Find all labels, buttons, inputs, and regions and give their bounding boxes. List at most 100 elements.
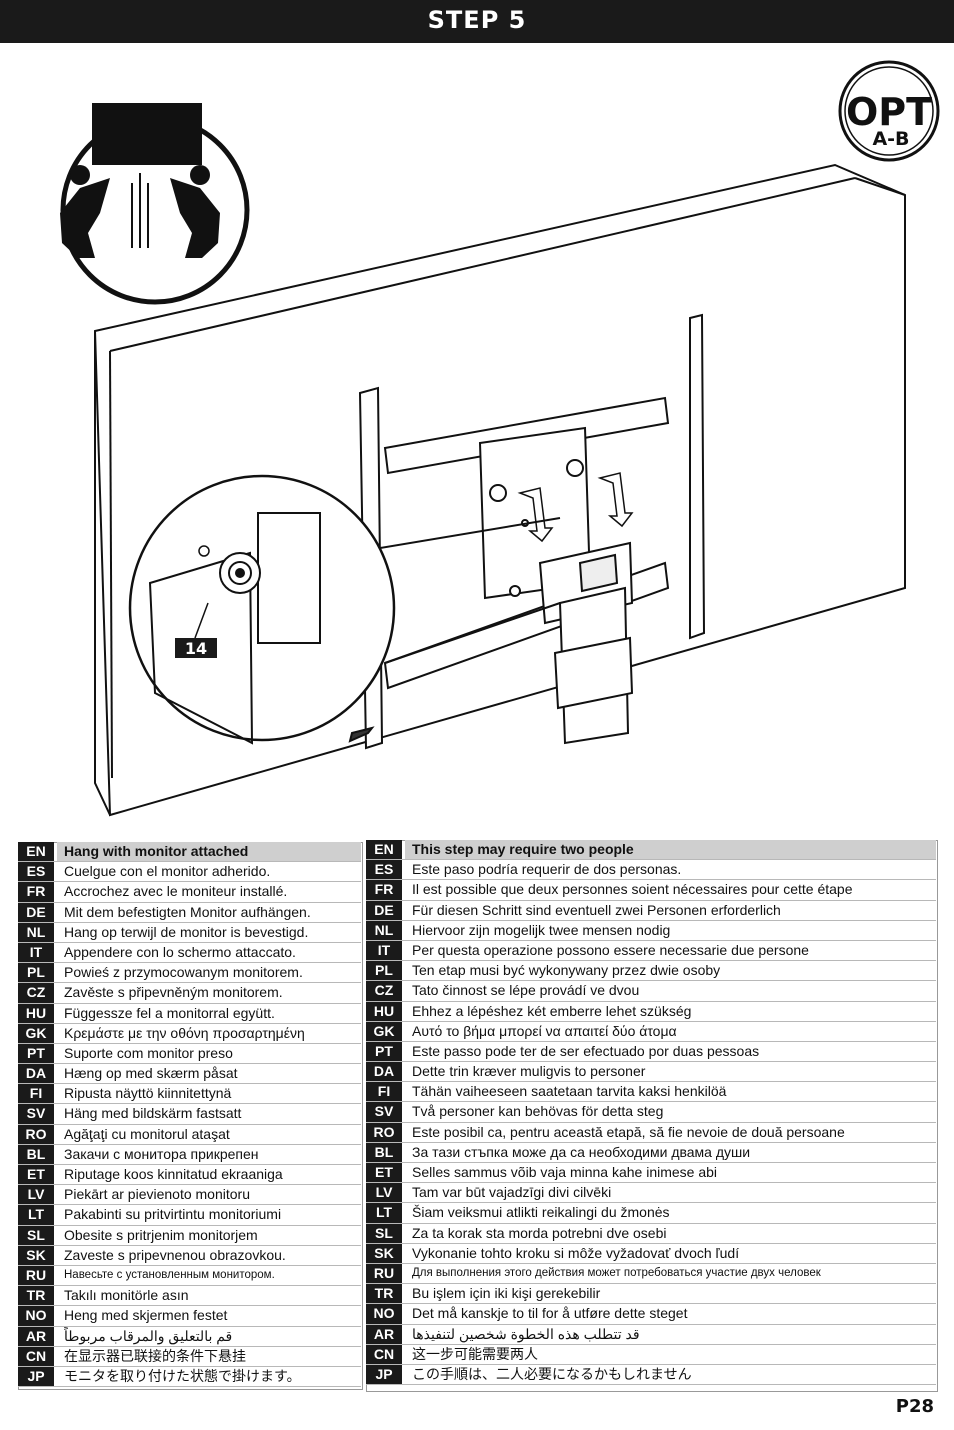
instruction-text: Hang op terwijl de monitor is bevestigd.	[64, 923, 309, 940]
language-code: GK	[18, 1023, 54, 1043]
language-code: HU	[366, 1001, 402, 1021]
language-code: SL	[18, 1225, 54, 1245]
two-people-icon	[60, 103, 250, 305]
instruction-text: Appendere con lo schermo attaccato.	[64, 943, 296, 960]
instruction-text: Vykonanie tohto kroku si môže vyžadovať …	[412, 1244, 740, 1261]
language-code: CN	[366, 1344, 402, 1364]
language-code: PT	[18, 1043, 54, 1064]
instruction-text: Zavěste s připevněným monitorem.	[64, 984, 283, 1001]
language-code: DE	[366, 900, 402, 920]
language-code: JP	[18, 1366, 54, 1387]
language-row-hu: HU Ehhez a lépéshez két emberre lehet szü…	[366, 1001, 936, 1022]
language-code: CN	[18, 1346, 54, 1366]
page-number: P28	[895, 1396, 934, 1417]
language-code: ET	[18, 1165, 54, 1185]
instruction-text: Навесьте с установленным монитором.	[64, 1268, 275, 1281]
instruction-text: Tam var būt vajadzīgi divi cilvēki	[412, 1184, 612, 1201]
language-code: SV	[366, 1102, 402, 1122]
instruction-text: Ripusta näyttö kiinnitettynä	[64, 1085, 232, 1102]
language-row-fi: FI Ripusta näyttö kiinnitettynä	[18, 1084, 361, 1105]
language-code: IT	[366, 940, 402, 961]
instruction-text: قد تتطلب هذه الخطوة شخصين لتنفيذها	[412, 1325, 640, 1342]
instruction-text: قم بالتعليق والمرقاب مربوطاً	[64, 1327, 233, 1344]
instruction-text: Suporte com monitor preso	[64, 1044, 233, 1061]
instruction-text: Za ta korak sta morda potrebni dve osebi	[412, 1224, 667, 1241]
language-row-sv: SV Häng med bildskärm fastsatt	[18, 1104, 361, 1125]
down-arrows	[517, 472, 634, 543]
instruction-text: This step may require two people	[405, 840, 936, 860]
instruction-text: За тази стъпка може да са необходими два…	[412, 1143, 751, 1160]
instruction-text: Piekārt ar pievienoto monitoru	[64, 1186, 250, 1203]
mount-arm	[538, 541, 634, 745]
language-row-nl: NL Hang op terwijl de monitor is bevestig…	[18, 922, 361, 943]
instruction-text: Agăţaţi cu monitorul ataşat	[64, 1125, 230, 1142]
instruction-text: Selles sammus võib vaja minna kahe inime…	[412, 1164, 718, 1180]
language-code: SV	[18, 1104, 54, 1124]
instruction-text: Två personer kan behövas för detta steg	[412, 1103, 664, 1120]
instruction-text: Κρεμάστε με την οθόνη προσαρτημένη	[64, 1024, 305, 1041]
instruction-text: Dette trin kræver muligvis to personer	[412, 1063, 646, 1080]
instruction-text: Für diesen Schritt sind eventuell zwei P…	[412, 901, 781, 918]
opt-badge: OPT A-B	[838, 60, 940, 162]
language-code: PT	[366, 1041, 402, 1062]
instruction-text: Mit dem befestigten Monitor aufhängen.	[64, 903, 311, 920]
language-row-de: DE Für diesen Schritt sind eventuell zwei…	[366, 900, 936, 921]
instruction-text: Függessze fel a monitorral együtt.	[64, 1004, 275, 1021]
instruction-text: Hang with monitor attached	[57, 842, 361, 862]
language-row-jp: JP モニタを取り付けた状態で掛けます。	[18, 1366, 361, 1388]
language-row-bl: BL За тази стъпка може да са необходими д…	[366, 1142, 936, 1163]
language-code: FR	[366, 880, 402, 900]
instruction-text: Este passo pode ter de ser efectuado por…	[412, 1042, 760, 1059]
instruction-text: Takılı monitörle asın	[64, 1287, 189, 1304]
language-code: FR	[18, 882, 54, 902]
language-code: BL	[366, 1142, 402, 1162]
language-row-sl: SL Obesite s pritrjenim monitorjem	[18, 1225, 361, 1246]
language-code: NL	[18, 922, 54, 942]
instruction-text: Šiam veiksmui atlikti reikalingi du žmon…	[412, 1204, 670, 1221]
language-code: SK	[366, 1243, 402, 1263]
language-code: CZ	[366, 981, 402, 1001]
language-code: RU	[18, 1265, 54, 1286]
language-code: PL	[18, 963, 54, 983]
language-row-sv: SV Två personer kan behövas för detta ste…	[366, 1102, 936, 1123]
zoom-callout: 14	[128, 474, 561, 745]
instruction-text: モニタを取り付けた状態で掛けます。	[64, 1367, 301, 1384]
instruction-text: Det må kanskje to til for å utføre dette…	[412, 1305, 688, 1322]
instruction-text: Hiervoor zijn mogelijk twee mensen nodig	[412, 921, 671, 938]
instruction-text: Ehhez a lépéshez két emberre lehet szüks…	[412, 1002, 692, 1019]
language-code: HU	[18, 1003, 54, 1023]
language-code: AR	[18, 1326, 54, 1346]
language-code: RU	[366, 1263, 402, 1284]
instruction-text: この手順は、二人必要になるかもしれません	[412, 1365, 692, 1382]
opt-label: OPT	[846, 90, 932, 134]
language-code: TR	[18, 1286, 54, 1306]
instruction-text: Accrochez avec le moniteur installé.	[64, 883, 288, 900]
instruction-text: Obesite s pritrjenim monitorjem	[64, 1226, 258, 1243]
language-code: JP	[366, 1364, 402, 1385]
language-code: LV	[18, 1185, 54, 1205]
instruction-text: Zaveste s pripevnenou obrazovkou.	[64, 1246, 286, 1263]
language-code: DE	[18, 902, 54, 922]
instruction-text: Αυτό το βήμα μπορεί να απαιτεί δύο άτομα	[412, 1022, 677, 1039]
instruction-text: Häng med bildskärm fastsatt	[64, 1105, 242, 1122]
language-row-hu: HU Függessze fel a monitorral együtt.	[18, 1003, 361, 1024]
language-row-sk: SK Vykonanie tohto kroku si môže vyžadova…	[366, 1243, 936, 1264]
instruction-text: Este posibil ca, pentru această etapă, s…	[412, 1123, 845, 1140]
language-code: FI	[18, 1084, 54, 1104]
